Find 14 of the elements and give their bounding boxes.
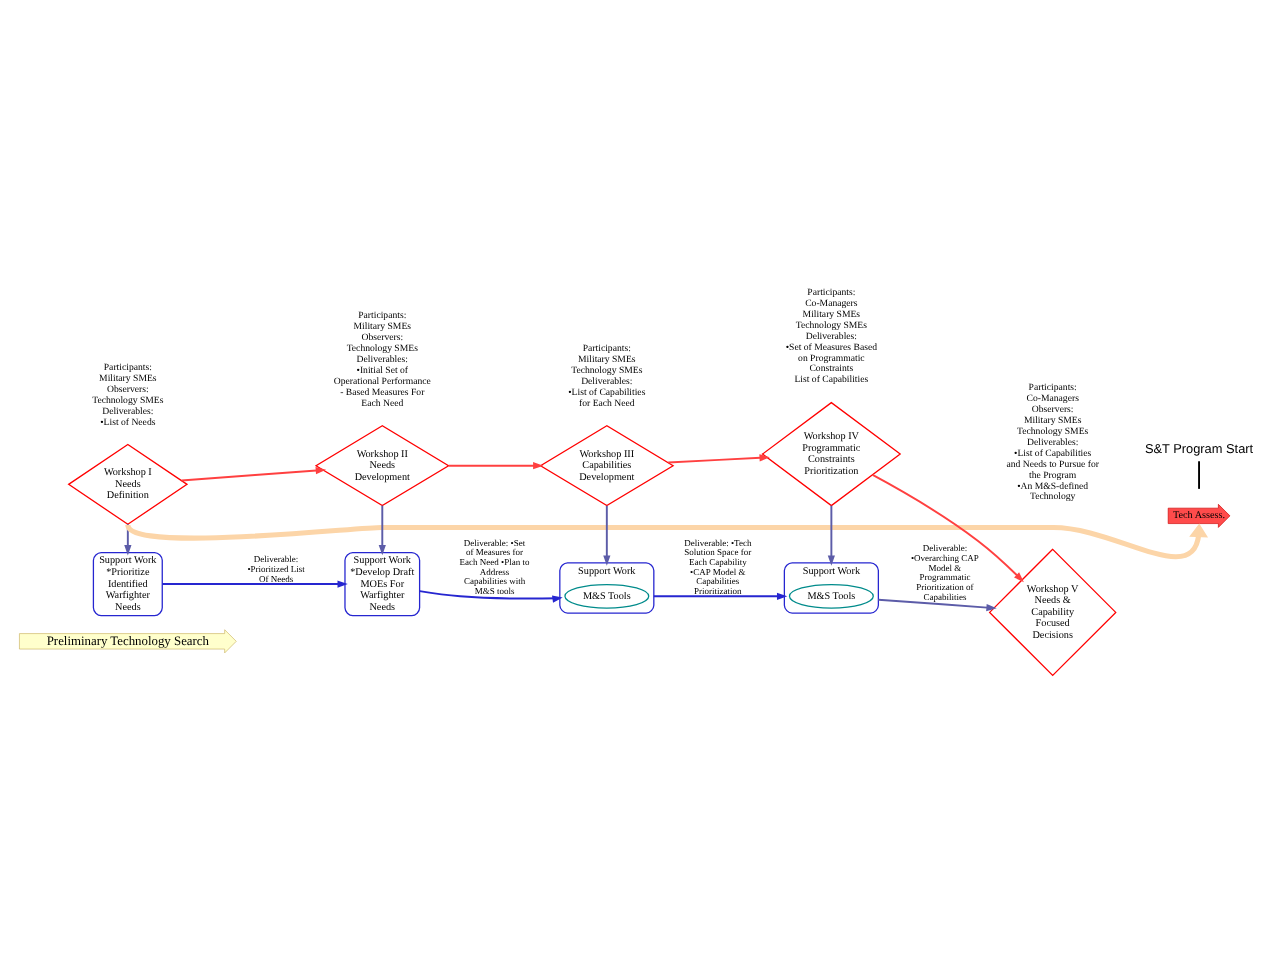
arrow bbox=[418, 590, 563, 603]
arrow bbox=[378, 504, 386, 556]
arrow bbox=[667, 454, 770, 464]
arrow bbox=[126, 522, 1209, 559]
arrow bbox=[447, 462, 544, 470]
arrow bbox=[180, 466, 327, 482]
arrow bbox=[161, 580, 348, 588]
connector bbox=[1198, 460, 1201, 490]
arrow bbox=[871, 474, 1024, 583]
arrow bbox=[652, 592, 788, 600]
arrow bbox=[603, 504, 611, 566]
arrow bbox=[877, 598, 997, 612]
arrow bbox=[124, 523, 132, 556]
arrow bbox=[827, 504, 835, 566]
